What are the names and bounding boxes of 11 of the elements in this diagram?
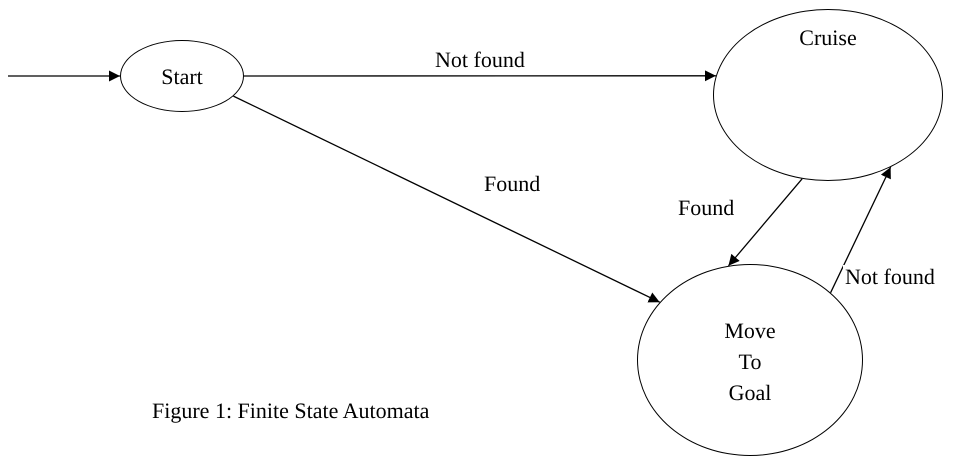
state-ellipse [120,40,244,112]
arrow [244,70,716,82]
state-name: Cruise [798,24,858,52]
arrow [830,166,892,293]
figure-caption: Figure 1: Finite State Automata [152,398,430,424]
state-ellipse [713,9,943,181]
arrow [8,70,120,82]
arrow [728,178,803,266]
state-name: Move To Goal [723,317,777,407]
arrow [233,96,660,303]
state-name: Start [160,63,204,91]
